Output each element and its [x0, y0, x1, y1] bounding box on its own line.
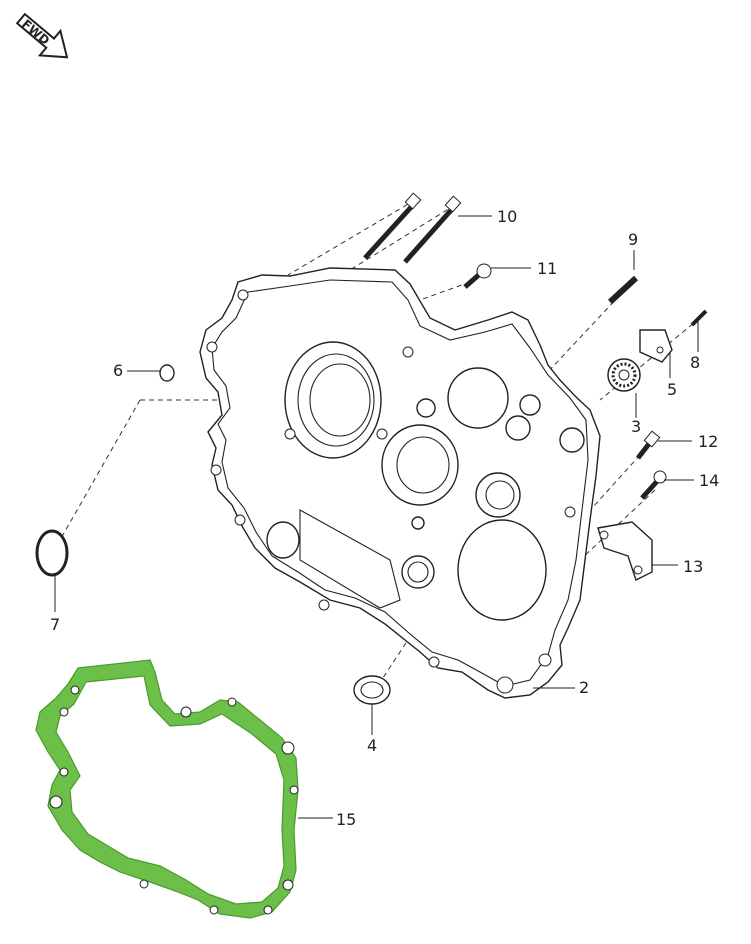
spring-9	[607, 275, 639, 305]
seal-ring-7	[35, 529, 69, 577]
callout-9: 9	[628, 230, 638, 249]
callout-2: 2	[579, 678, 589, 697]
bolt-10b	[403, 195, 462, 264]
bolt-14	[640, 470, 667, 500]
callout-12: 12	[698, 432, 718, 451]
crankcase-cover	[199, 267, 601, 699]
flange-bolt-11	[463, 263, 492, 289]
bolt-12	[636, 430, 661, 460]
gasket	[35, 659, 299, 919]
callout-5: 5	[667, 380, 677, 399]
bracket-5	[639, 329, 673, 363]
leader-lines	[54, 215, 699, 819]
bolt-10a	[363, 192, 422, 260]
callout-3: 3	[631, 417, 641, 436]
callout-11: 11	[537, 259, 557, 278]
plate-13	[597, 521, 653, 581]
callout-15: 15	[336, 810, 356, 829]
callout-7: 7	[50, 615, 60, 634]
callout-6: 6	[113, 361, 123, 380]
callout-4: 4	[367, 736, 377, 755]
callout-10: 10	[497, 207, 517, 226]
callout-14: 14	[699, 471, 719, 490]
callout-8: 8	[690, 353, 700, 372]
fwd-arrow-badge: FWD	[15, 12, 69, 59]
bearing-3	[607, 358, 641, 392]
screw-8	[690, 309, 708, 327]
callout-13: 13	[683, 557, 703, 576]
pin-6	[159, 364, 175, 382]
needle-bearing-4	[353, 675, 391, 705]
